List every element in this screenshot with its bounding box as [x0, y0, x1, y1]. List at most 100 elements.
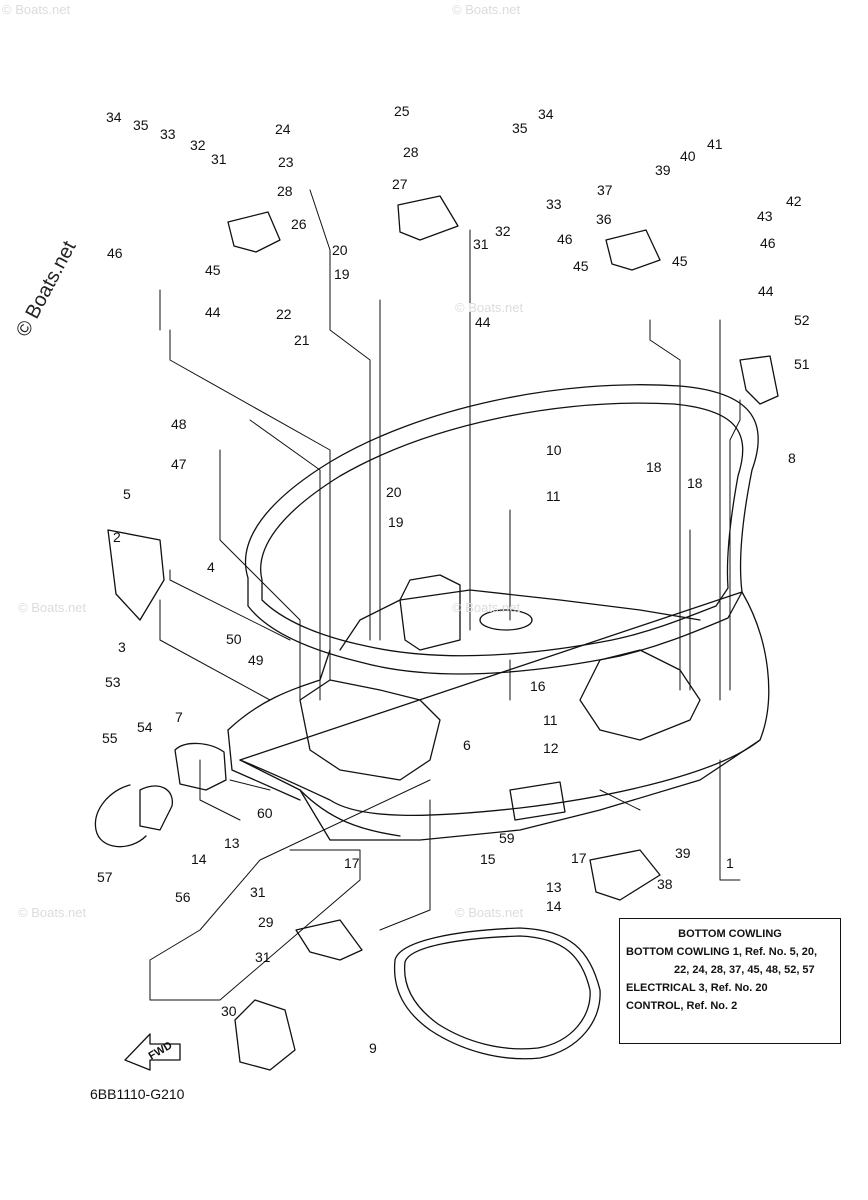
part-number: 41	[707, 136, 723, 152]
part-number: 32	[190, 137, 206, 153]
part-number: 23	[278, 154, 294, 170]
part-number: 59	[499, 830, 515, 846]
part-number: 46	[107, 245, 123, 261]
watermark: © Boats.net	[18, 905, 87, 920]
part-number: 15	[480, 851, 496, 867]
part-number: 44	[758, 283, 774, 299]
part-number: 57	[97, 869, 113, 885]
part-number: 49	[248, 652, 264, 668]
part-number: 47	[171, 456, 187, 472]
watermark: © Boats.net	[455, 905, 524, 920]
part-number: 17	[571, 850, 587, 866]
part-number: 19	[334, 266, 350, 282]
diagram-code: 6BB1110-G210	[90, 1086, 185, 1102]
part-number: 56	[175, 889, 191, 905]
part-number: 50	[226, 631, 242, 647]
part-number: 55	[102, 730, 118, 746]
part-number: 27	[392, 176, 408, 192]
part-number: 39	[655, 162, 671, 178]
part-number: 13	[224, 835, 240, 851]
part-number: 31	[250, 884, 266, 900]
part-number: 6	[463, 737, 471, 753]
part-number: 31	[473, 236, 489, 252]
part-number: 37	[597, 182, 613, 198]
part-number: 20	[386, 484, 402, 500]
legend-title: BOTTOM COWLING	[678, 928, 782, 940]
part-number: 29	[258, 914, 274, 930]
part-number: 18	[646, 459, 662, 475]
cowling-rim-inner	[260, 402, 744, 657]
part-number: 26	[291, 216, 307, 232]
part-number: 28	[277, 183, 293, 199]
part-number: 44	[475, 314, 491, 330]
legend-line: CONTROL, Ref. No. 2	[626, 1000, 738, 1012]
part-number: 28	[403, 144, 419, 160]
part-number: 42	[786, 193, 802, 209]
part-number: 3	[118, 639, 126, 655]
part-number: 48	[171, 416, 187, 432]
part-number: 32	[495, 223, 511, 239]
part-number: 31	[211, 151, 227, 167]
part-number: 46	[557, 231, 573, 247]
part-number: 25	[394, 103, 410, 119]
part-number: 12	[543, 740, 559, 756]
watermark: © Boats.net	[452, 2, 521, 17]
legend-line: ELECTRICAL 3, Ref. No. 20	[626, 982, 768, 994]
part-number: 33	[546, 196, 562, 212]
part-number: 11	[543, 712, 558, 728]
legend-box: BOTTOM COWLING BOTTOM COWLING 1, Ref. No…	[619, 918, 841, 1044]
part-number: 2	[113, 529, 121, 545]
watermark: © Boats.net	[455, 300, 524, 315]
part-number: 45	[672, 253, 688, 269]
part-number: 39	[675, 845, 691, 861]
part-number: 46	[760, 235, 776, 251]
part-number: 21	[294, 332, 310, 348]
cowling-body	[227, 591, 770, 817]
part-number: 30	[221, 1003, 237, 1019]
part-number: 19	[388, 514, 404, 530]
part-number: 5	[123, 486, 131, 502]
part-number: 54	[137, 719, 153, 735]
part-number: 51	[794, 356, 810, 372]
part-number: 34	[106, 109, 122, 125]
part-number: 36	[596, 211, 612, 227]
gasket-ring-9	[393, 927, 601, 1060]
part-number: 24	[275, 121, 291, 137]
part-number: 22	[276, 306, 292, 322]
part-callout-lines	[149, 189, 741, 1001]
part-number: 44	[205, 304, 221, 320]
cowling-rim-outer	[244, 384, 759, 675]
part-number: 20	[332, 242, 348, 258]
part-number: 33	[160, 126, 176, 142]
part-number: 14	[191, 851, 207, 867]
part-number: 18	[687, 475, 703, 491]
part-number: 8	[788, 450, 796, 466]
part-number: 60	[257, 805, 273, 821]
watermark: © Boats.net	[18, 600, 87, 615]
part-number: 9	[369, 1040, 377, 1056]
part-number: 7	[175, 709, 183, 725]
part-number: 16	[530, 678, 546, 694]
part-number: 45	[205, 262, 221, 278]
part-number: 43	[757, 208, 773, 224]
part-number: 10	[546, 442, 562, 458]
part-number: 14	[546, 898, 562, 914]
part-number: 11	[546, 488, 561, 504]
legend-line: BOTTOM COWLING 1, Ref. No. 5, 20,	[626, 946, 818, 958]
part-number: 35	[512, 120, 528, 136]
part-number: 45	[573, 258, 589, 274]
fwd-arrow-icon	[124, 1033, 181, 1071]
watermark: © Boats.net	[452, 600, 521, 615]
part-number: 4	[207, 559, 215, 575]
part-number: 13	[546, 879, 562, 895]
part-number: 17	[344, 855, 360, 871]
part-number: 34	[538, 106, 554, 122]
watermark: © Boats.net	[2, 2, 71, 17]
part-number: 40	[680, 148, 696, 164]
part-number: 53	[105, 674, 121, 690]
part-number: 1	[726, 855, 734, 871]
part-number: 52	[794, 312, 810, 328]
part-number: 31	[255, 949, 271, 965]
part-number: 35	[133, 117, 149, 133]
